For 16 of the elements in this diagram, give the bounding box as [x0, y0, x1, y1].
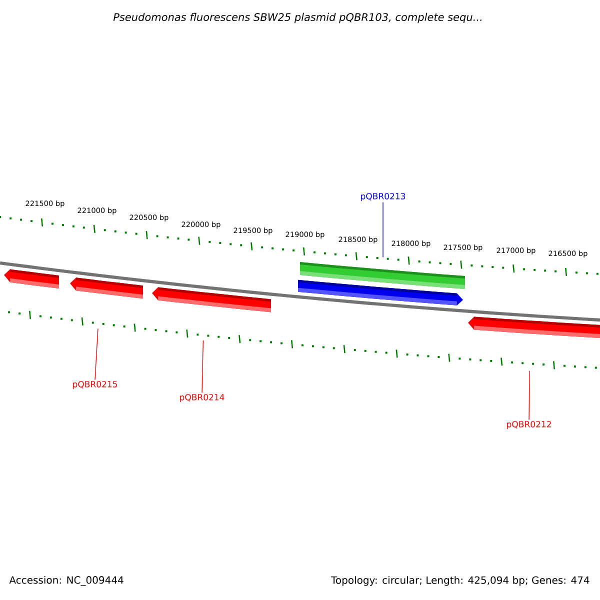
gene-block — [4, 269, 59, 289]
gene-label: pQBR0212 — [507, 420, 551, 430]
gene-block — [70, 278, 143, 299]
gene-block — [152, 287, 271, 312]
gene-label: pQBR0213 — [361, 192, 406, 202]
gene-block — [468, 316, 600, 338]
leader-line — [382, 202, 384, 258]
leader-line — [202, 340, 204, 394]
gene-label: pQBR0215 — [73, 380, 117, 390]
leader-line — [94, 328, 98, 380]
footer-text: Accession: NC_009444 — [9, 576, 124, 586]
footer-text: Topology: circular; Length: 425,094 bp; Genes: 474 — [331, 576, 590, 586]
gene-block — [298, 280, 463, 306]
gene-label: pQBR0214 — [180, 394, 224, 402]
title: Pseudomonas fluorescens SBW25 plasmid pQBR103, complete sequ... — [113, 12, 482, 24]
leader-line — [528, 370, 530, 420]
